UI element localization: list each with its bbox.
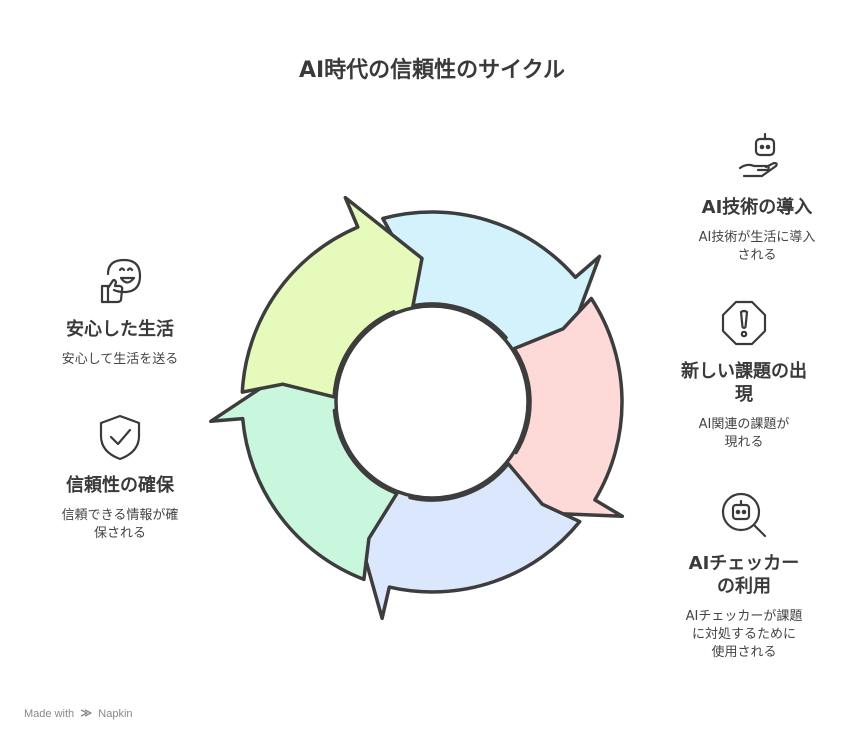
page-title: AI時代の信頼性のサイクル <box>298 58 566 83</box>
stage-new-challenges: 新しい課題の出 現 AI関連の課題が 現れる <box>662 298 826 452</box>
title-line: 現 <box>735 384 753 405</box>
napkin-brand-label: Napkin <box>98 708 133 720</box>
stage-ai-checker-desc: AIチェッカーが課題 に対処するために 使用される <box>664 608 824 662</box>
stage-ai-checker-title: AIチェッカー の利用 <box>664 552 824 598</box>
title-line: AIチェッカー <box>688 553 800 574</box>
desc-line: AIチェッカーが課題 <box>685 609 803 624</box>
stage-ai-introduction: AI技術の導入 AI技術が生活に導入 される <box>662 130 852 265</box>
desc-line: に対処するために <box>691 627 796 642</box>
stage-reliability-title: 信頼性の確保 <box>66 475 174 496</box>
robot-search-icon <box>721 492 767 538</box>
desc-line: 使用される <box>711 645 777 660</box>
stage-reliability-desc: 信頼できる情報が確 保される <box>40 507 200 543</box>
stage-new-challenges-arrow <box>486 296 625 519</box>
desc-line: 信頼できる情報が確 <box>61 508 179 523</box>
stage-ai-checker-arrow <box>353 461 582 621</box>
stage-secure-life: 安心した生活 安心して生活を送る <box>40 256 200 369</box>
stage-ai-introduction-desc: AI技術が生活に導入 される <box>662 229 852 265</box>
napkin-logo-icon <box>80 709 92 717</box>
stage-reliability: 信頼性の確保 信頼できる情報が確 保される <box>40 412 200 543</box>
stage-ai-checker: AIチェッカー の利用 AIチェッカーが課題 に対処するために 使用される <box>664 490 824 662</box>
napkin-credit: Made with Napkin <box>24 708 133 720</box>
robot-hand-icon <box>738 132 778 178</box>
stage-new-challenges-title: 新しい課題の出 現 <box>662 360 826 406</box>
desc-line: AI技術が生活に導入 <box>698 230 816 245</box>
warning-octagon-icon <box>721 300 767 346</box>
stage-secure-life-desc: 安心して生活を送る <box>61 352 179 367</box>
desc-line: される <box>737 248 777 263</box>
desc-line: AI関連の課題が <box>698 417 790 432</box>
desc-line: 保される <box>93 526 146 541</box>
title-line: の利用 <box>717 576 771 597</box>
stage-new-challenges-desc: AI関連の課題が 現れる <box>662 416 826 452</box>
made-with-label: Made with <box>24 708 75 720</box>
stage-ai-introduction-title: AI技術の導入 <box>701 197 813 218</box>
stage-ai-introduction-arrow <box>381 210 602 361</box>
shield-check-icon <box>99 414 141 461</box>
stage-secure-life-title: 安心した生活 <box>66 319 174 340</box>
happy-thumbs-up-icon <box>100 258 142 304</box>
stage-secure-life-arrow <box>240 195 424 399</box>
title-line: 新しい課題の出 <box>681 361 807 382</box>
cycle-center-hole <box>334 304 530 500</box>
desc-line: 現れる <box>724 435 764 450</box>
stage-reliability-arrow <box>209 365 399 582</box>
